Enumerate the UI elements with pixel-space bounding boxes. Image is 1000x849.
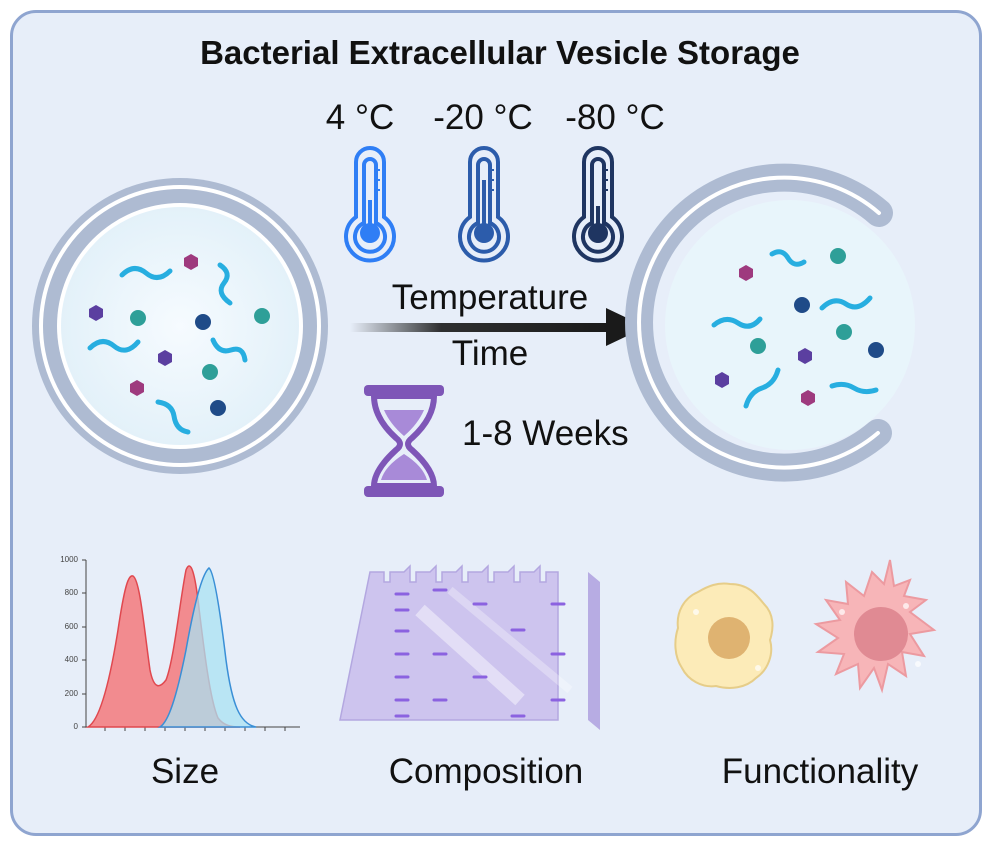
histogram-y-tick: 200	[64, 689, 78, 698]
temperature-label-minus20c: -20 °C	[433, 98, 533, 137]
rna-strands	[87, 262, 248, 435]
temperature-label-minus80c: -80 °C	[565, 98, 665, 137]
ruptured-vesicle-icon	[625, 163, 915, 482]
hourglass-icon	[364, 385, 444, 497]
gel-icon	[339, 564, 600, 730]
temperature-label-4c: 4 °C	[325, 98, 395, 137]
thermometer-minus80c-icon	[572, 146, 624, 263]
histogram-y-tick: 1000	[60, 555, 78, 564]
protein-particles	[89, 254, 270, 416]
released-protein-particles	[715, 248, 884, 406]
histogram-y-tick: 400	[64, 655, 78, 664]
released-rna-strands	[711, 249, 879, 409]
gel-bands	[394, 588, 566, 718]
caption-size: Size	[150, 752, 220, 791]
arrow-label-temperature: Temperature	[391, 278, 589, 317]
resting-cell-icon	[674, 582, 774, 689]
caption-functionality: Functionality	[721, 752, 919, 791]
histogram-y-tick: 600	[64, 622, 78, 631]
histogram-y-tick: 800	[64, 588, 78, 597]
size-histogram	[82, 559, 300, 731]
caption-composition: Composition	[388, 752, 584, 791]
intact-vesicle-icon	[32, 178, 328, 474]
figure-title: Bacterial Extracellular Vesicle Storage	[200, 34, 800, 71]
duration-label: 1-8 Weeks	[462, 414, 629, 453]
histogram-blue-curve	[157, 567, 257, 728]
activated-cell-icon	[813, 559, 937, 694]
thermometer-4c-icon	[344, 146, 396, 263]
thermometer-minus20c-icon	[458, 146, 510, 263]
histogram-y-tick: 0	[73, 722, 78, 731]
arrow-label-time: Time	[451, 334, 529, 373]
